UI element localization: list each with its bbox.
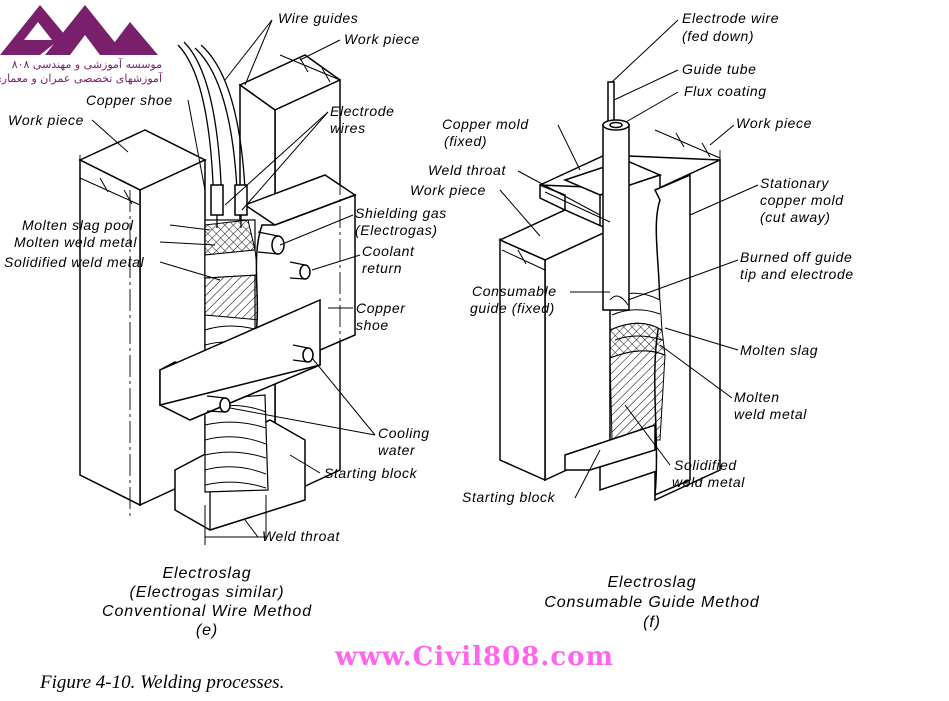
label-copper-shoe-top-e: Copper shoe	[86, 92, 173, 108]
weld-zone-f	[609, 292, 666, 441]
label-coolant-return-1: Coolant	[362, 243, 415, 259]
label-starting-block-e: Starting block	[324, 465, 418, 481]
label-coolant-return-2: return	[362, 260, 402, 276]
label-stationary-mold-1: Stationary	[760, 175, 829, 191]
panel-e-caption: Electroslag (Electrogas similar) Convent…	[102, 565, 312, 639]
label-burned-off-2: tip and electrode	[740, 266, 854, 282]
label-molten-weld-metal-e: Molten weld metal	[14, 234, 137, 250]
label-stationary-mold-2: copper mold	[760, 192, 844, 208]
label-molten-slag-pool: Molten slag pool	[22, 217, 134, 233]
panel-e-drawing	[78, 19, 376, 545]
institute-logo: موسسه آموزشی و مهندسی ۸۰۸ آموزشهای تخصصی…	[0, 0, 162, 90]
label-flux-coating: Flux coating	[684, 83, 767, 99]
panel-f-drawing	[498, 19, 759, 502]
wire-guides-e	[177, 41, 248, 228]
label-copper-mold-2: (fixed)	[444, 133, 487, 149]
panel-e-labels: Wire guides Work piece Copper shoe Elect…	[4, 10, 447, 544]
website-watermark: www.Civil808.com	[334, 642, 615, 672]
label-work-piece-left-f: Work piece	[410, 182, 486, 198]
label-burned-off-1: Burned off guide	[740, 249, 852, 265]
caption-f-line2: Consumable Guide Method	[544, 594, 760, 611]
panel-f-labels: Electrode wire (fed down) Guide tube Flu…	[410, 10, 854, 505]
guide-tube-f	[602, 81, 630, 311]
logo-mark-icon	[0, 5, 158, 55]
label-copper-shoe-right-2: shoe	[356, 317, 389, 333]
label-molten-weld-metal-f-2: weld metal	[734, 406, 807, 422]
logo-text-line1: موسسه آموزشی و مهندسی ۸۰۸	[11, 58, 162, 71]
caption-e-line1: Electroslag	[162, 565, 251, 582]
caption-f-line3: (f)	[643, 614, 661, 631]
dimension-lines-f	[499, 129, 721, 470]
leaders-e	[91, 19, 376, 538]
label-electrode-wire-1: Electrode wire	[682, 10, 779, 26]
label-consumable-guide-2: guide (fixed)	[470, 300, 555, 316]
caption-e-line2: (Electrogas similar)	[130, 584, 285, 601]
label-molten-weld-metal-f-1: Molten	[734, 389, 780, 405]
copper-shoe-e	[159, 174, 357, 421]
panel-f-caption: Electroslag Consumable Guide Method (f)	[544, 574, 760, 631]
caption-e-line3: Conventional Wire Method	[102, 603, 312, 620]
label-electrode-wire-2: (fed down)	[682, 28, 754, 44]
work-piece-left-f	[498, 209, 612, 482]
label-shielding-gas-1: Shielding gas	[355, 205, 447, 221]
caption-f-line1: Electroslag	[607, 574, 696, 591]
label-solidified-weld-metal-f-1: Solidified	[674, 457, 737, 473]
label-solidified-weld-metal-f-2: weld metal	[672, 474, 745, 490]
caption-e-line4: (e)	[196, 622, 218, 639]
label-weld-throat-f: Weld throat	[428, 162, 506, 178]
label-electrode-wires-1: Electrode	[330, 103, 395, 119]
figure-caption: Figure 4-10. Welding processes.	[40, 672, 285, 693]
label-shielding-gas-2: (Electrogas)	[355, 222, 438, 238]
label-work-piece-left-e: Work piece	[8, 112, 84, 128]
label-work-piece-right-f: Work piece	[736, 115, 812, 131]
label-cooling-water-2: water	[378, 442, 416, 458]
label-copper-shoe-right-1: Copper	[356, 300, 406, 316]
logo-text-line2: آموزشهای تخصصی عمران و معماری	[0, 72, 162, 85]
starting-block-f	[564, 423, 656, 471]
label-copper-mold-1: Copper mold	[442, 116, 529, 132]
label-weld-throat-e: Weld throat	[262, 528, 340, 544]
label-cooling-water-1: Cooling	[378, 425, 430, 441]
label-electrode-wires-2: wires	[330, 120, 366, 136]
label-wire-guides: Wire guides	[278, 10, 358, 26]
label-molten-slag-f: Molten slag	[740, 342, 818, 358]
label-guide-tube: Guide tube	[682, 61, 757, 77]
label-stationary-mold-3: (cut away)	[760, 209, 831, 225]
leaders-f	[499, 19, 759, 499]
label-solidified-weld-metal-e: Solidified weld metal	[4, 254, 145, 270]
label-consumable-guide-1: Consumable	[472, 283, 557, 299]
dimension-lines-e	[79, 54, 341, 545]
label-work-piece-top-e: Work piece	[344, 31, 420, 47]
label-starting-block-f: Starting block	[462, 489, 556, 505]
